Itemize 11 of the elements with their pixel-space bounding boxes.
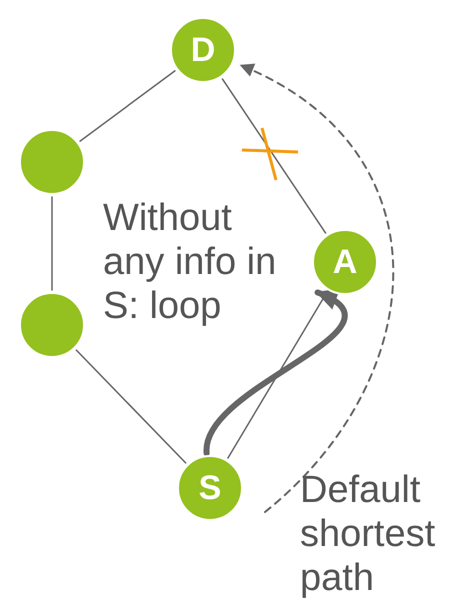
link-line — [51, 196, 53, 291]
link-line — [76, 349, 186, 464]
dashed-arrow — [240, 64, 394, 513]
loop-arrow — [204, 289, 348, 456]
network-node: A — [312, 229, 378, 295]
annotation-text: Default shortest path — [300, 468, 436, 600]
network-node: S — [177, 455, 243, 521]
network-node: D — [170, 17, 236, 83]
annotation-text: Without any info in S: loop — [103, 196, 278, 328]
link-line — [222, 78, 326, 234]
link-line — [79, 70, 176, 142]
